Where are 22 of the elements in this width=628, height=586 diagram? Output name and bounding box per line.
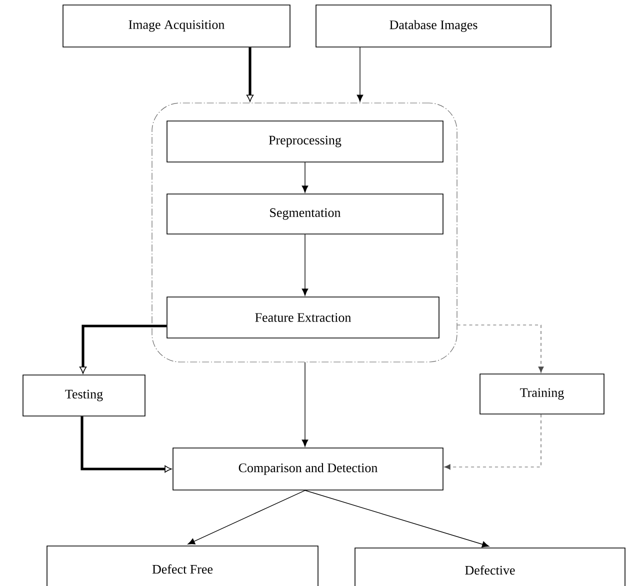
arrow bbox=[188, 490, 306, 544]
process-box: Defective bbox=[354, 548, 626, 586]
arrow bbox=[302, 162, 308, 193]
process-box: Training bbox=[480, 374, 604, 414]
process-box: Preprocessing bbox=[166, 120, 444, 162]
arrow bbox=[304, 490, 490, 548]
arrow bbox=[302, 362, 308, 447]
arrow bbox=[246, 47, 254, 102]
arrow bbox=[302, 234, 308, 296]
process-box: Comparison and Detection bbox=[172, 448, 444, 490]
process-box: Feature Extraction bbox=[166, 296, 440, 338]
arrow bbox=[444, 414, 542, 470]
arrow bbox=[457, 324, 544, 373]
process-box: Segmentation bbox=[166, 194, 444, 234]
process-box: Image Acquisition bbox=[62, 4, 290, 48]
process-box: Testing bbox=[22, 374, 146, 416]
dash-dot-group-box bbox=[152, 102, 458, 362]
arrow bbox=[80, 416, 172, 473]
process-box: Database Images bbox=[316, 4, 552, 48]
process-box: Defect Free bbox=[46, 546, 318, 586]
arrow bbox=[79, 324, 167, 374]
arrow bbox=[356, 47, 364, 102]
